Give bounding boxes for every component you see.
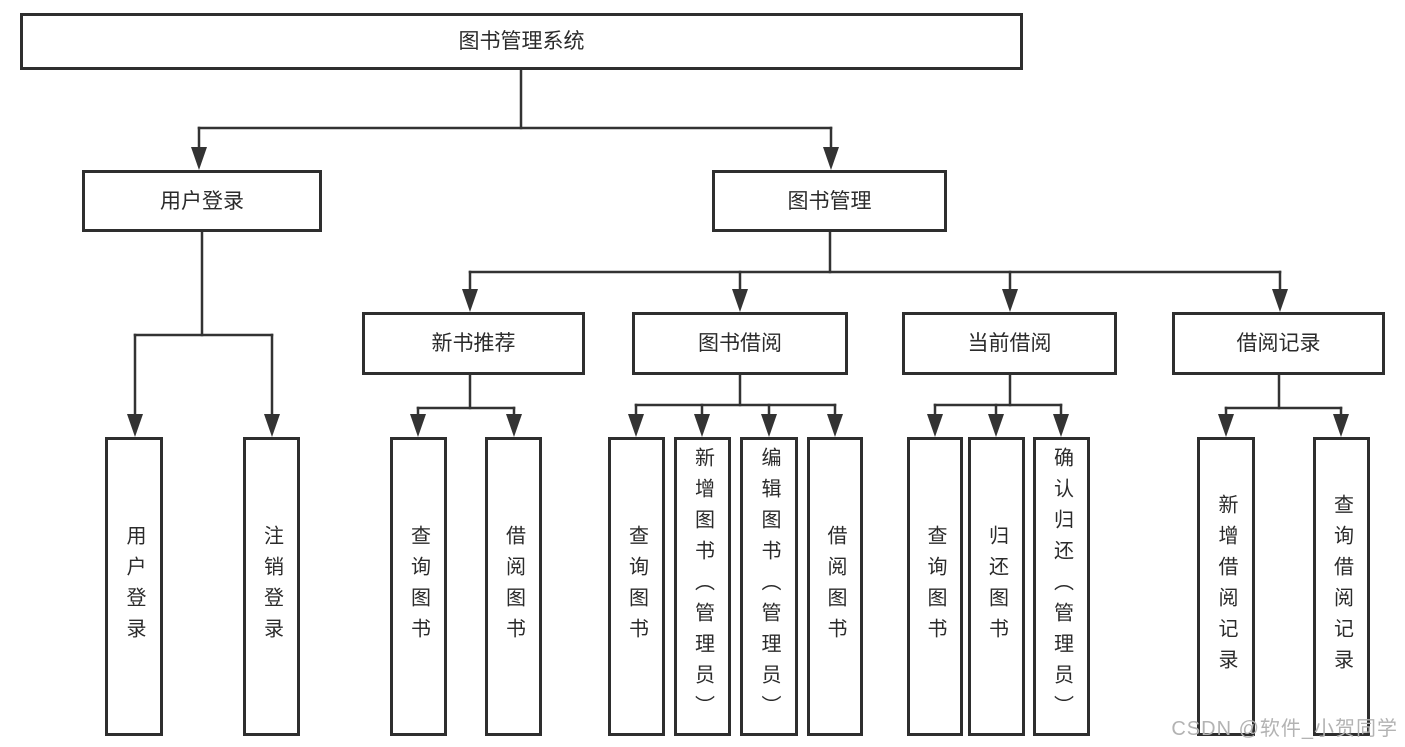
leaf-edit-book-admin: 编辑图书（管理员） (740, 437, 798, 736)
node-current-borrowing: 当前借阅 (902, 312, 1117, 375)
node-book-management: 图书管理 (712, 170, 947, 232)
node-user-login: 用户登录 (82, 170, 322, 232)
leaf-return-books: 归还图书 (968, 437, 1025, 736)
leaf-user-login: 用户登录 (105, 437, 163, 736)
node-book-borrowing: 图书借阅 (632, 312, 848, 375)
leaf-query-borrow-record: 查询借阅记录 (1313, 437, 1370, 736)
node-borrowing-records: 借阅记录 (1172, 312, 1385, 375)
leaf-borrow-books-1: 借阅图书 (485, 437, 542, 736)
watermark: CSDN @软件_小贺同学 (1171, 718, 1398, 740)
leaf-add-book-admin: 新增图书（管理员） (674, 437, 731, 736)
leaf-query-books-1: 查询图书 (390, 437, 447, 736)
leaf-query-books-3: 查询图书 (907, 437, 963, 736)
node-new-book-recommend: 新书推荐 (362, 312, 585, 375)
node-library-system: 图书管理系统 (20, 13, 1023, 70)
leaf-query-books-2: 查询图书 (608, 437, 665, 736)
leaf-borrow-books-2: 借阅图书 (807, 437, 863, 736)
leaf-add-borrow-record: 新增借阅记录 (1197, 437, 1255, 736)
leaf-confirm-return-admin: 确认归还（管理员） (1033, 437, 1090, 736)
leaf-logout: 注销登录 (243, 437, 300, 736)
